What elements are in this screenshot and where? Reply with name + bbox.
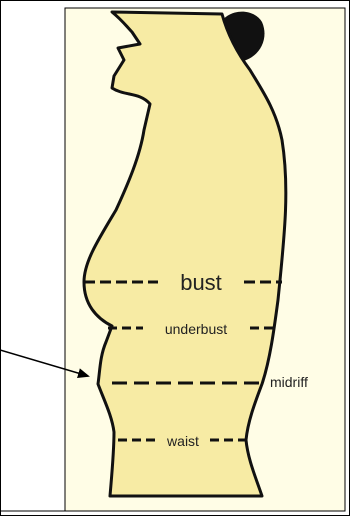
underbust-label: underbust xyxy=(165,321,227,337)
bust-label: bust xyxy=(180,270,222,295)
midriff-label: midriff xyxy=(270,374,308,390)
waist-label: waist xyxy=(166,433,199,449)
